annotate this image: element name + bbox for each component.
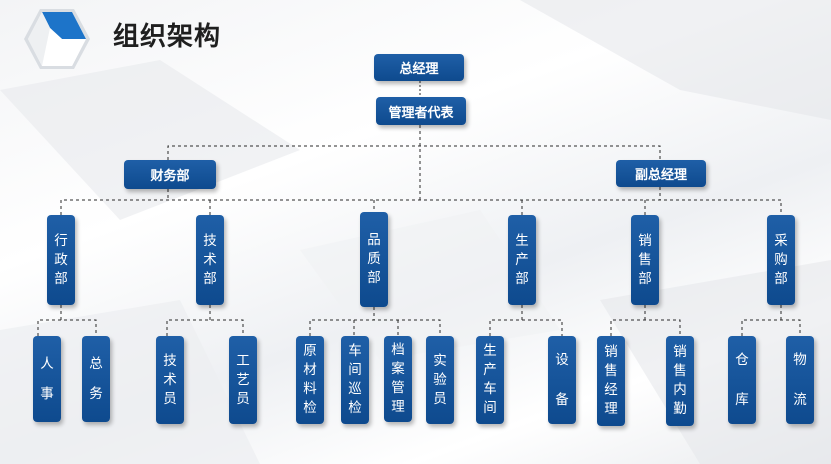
char: 工: [236, 352, 250, 369]
char: 经: [604, 382, 618, 398]
node-purchasing-department: 采购部: [767, 215, 795, 305]
node-label: 财务部: [150, 169, 190, 184]
node-incoming-inspection: 原材料检: [296, 336, 324, 424]
node-deputy-general-manager: 副总经理: [616, 160, 706, 187]
node-technical-department: 技术部: [196, 215, 224, 305]
node-lab-technician: 实验员: [426, 336, 454, 424]
char: 采: [774, 232, 788, 249]
char: 备: [555, 392, 569, 408]
char: 档: [391, 342, 405, 358]
char: 售: [673, 363, 687, 379]
char: 员: [236, 390, 250, 407]
node-admin-department: 行政部: [47, 215, 75, 305]
node-process-engineer: 工艺员: [229, 336, 257, 424]
node-label: 副总经理: [634, 168, 687, 183]
char: 技: [203, 232, 217, 249]
node-records-management: 档案管理: [384, 336, 412, 422]
char: 销: [673, 344, 687, 360]
char: 部: [203, 270, 217, 287]
node-quality-department: 品质部: [360, 212, 388, 307]
node-production-department: 生产部: [508, 215, 536, 305]
node-equipment: 设备: [548, 336, 576, 424]
node-label: 总经理: [399, 62, 439, 77]
char: 生: [515, 232, 529, 249]
char: 务: [89, 386, 103, 402]
char: 验: [433, 371, 447, 388]
char: 部: [638, 270, 652, 287]
char: 产: [515, 251, 529, 268]
char: 生: [483, 343, 497, 359]
char: 政: [54, 251, 68, 268]
char: 案: [391, 361, 405, 377]
char: 艺: [236, 371, 250, 388]
node-logistics: 物流: [786, 336, 814, 424]
char: 售: [638, 251, 652, 268]
char: 勤: [673, 401, 687, 417]
char: 理: [391, 399, 405, 415]
char: 检: [348, 400, 362, 416]
char: 术: [203, 251, 217, 268]
char: 车: [348, 343, 362, 359]
char: 料: [303, 381, 317, 397]
char: 部: [367, 270, 381, 286]
char: 仓: [735, 352, 749, 368]
char: 检: [303, 400, 317, 416]
char: 部: [515, 270, 529, 287]
char: 内: [673, 382, 687, 398]
char: 管: [391, 380, 405, 396]
char: 原: [303, 343, 317, 359]
hexagon-logo-icon: [24, 9, 90, 69]
node-finance-department: 财务部: [124, 160, 216, 189]
char: 员: [433, 390, 447, 407]
node-production-workshop: 生产车间: [476, 336, 504, 424]
char: 部: [774, 270, 788, 287]
char: 物: [793, 352, 807, 368]
char: 销: [604, 344, 618, 360]
node-workshop-inspection: 车间巡检: [341, 336, 369, 424]
char: 总: [89, 356, 103, 372]
char: 库: [735, 392, 749, 408]
char: 行: [54, 232, 68, 249]
node-sales-manager: 销售经理: [597, 336, 625, 426]
char: 部: [54, 270, 68, 287]
char: 技: [163, 352, 177, 369]
node-technician: 技术员: [156, 336, 184, 424]
char: 事: [40, 386, 54, 402]
char: 术: [163, 371, 177, 388]
char: 理: [604, 401, 618, 417]
page-title: 组织架构: [113, 22, 222, 52]
char: 购: [774, 251, 788, 268]
node-general-affairs: 总务: [82, 336, 110, 422]
char: 设: [555, 352, 569, 368]
char: 车: [483, 381, 497, 397]
node-management-representative: 管理者代表: [376, 97, 466, 125]
char: 实: [433, 352, 447, 369]
char: 售: [604, 363, 618, 379]
char: 间: [348, 362, 362, 378]
node-warehouse: 仓库: [728, 336, 756, 424]
char: 质: [367, 251, 381, 267]
char: 人: [40, 356, 54, 372]
char: 员: [163, 390, 177, 407]
node-general-manager: 总经理: [374, 54, 464, 81]
char: 产: [483, 362, 497, 378]
char: 流: [793, 392, 807, 408]
char: 间: [483, 400, 497, 416]
node-sales-assistant: 销售内勤: [666, 336, 694, 426]
char: 材: [303, 362, 317, 378]
node-label: 管理者代表: [388, 105, 454, 121]
char: 巡: [348, 381, 362, 397]
node-hr: 人事: [33, 336, 61, 422]
char: 品: [367, 232, 381, 248]
char: 销: [638, 232, 652, 249]
node-sales-department: 销售部: [631, 215, 659, 305]
